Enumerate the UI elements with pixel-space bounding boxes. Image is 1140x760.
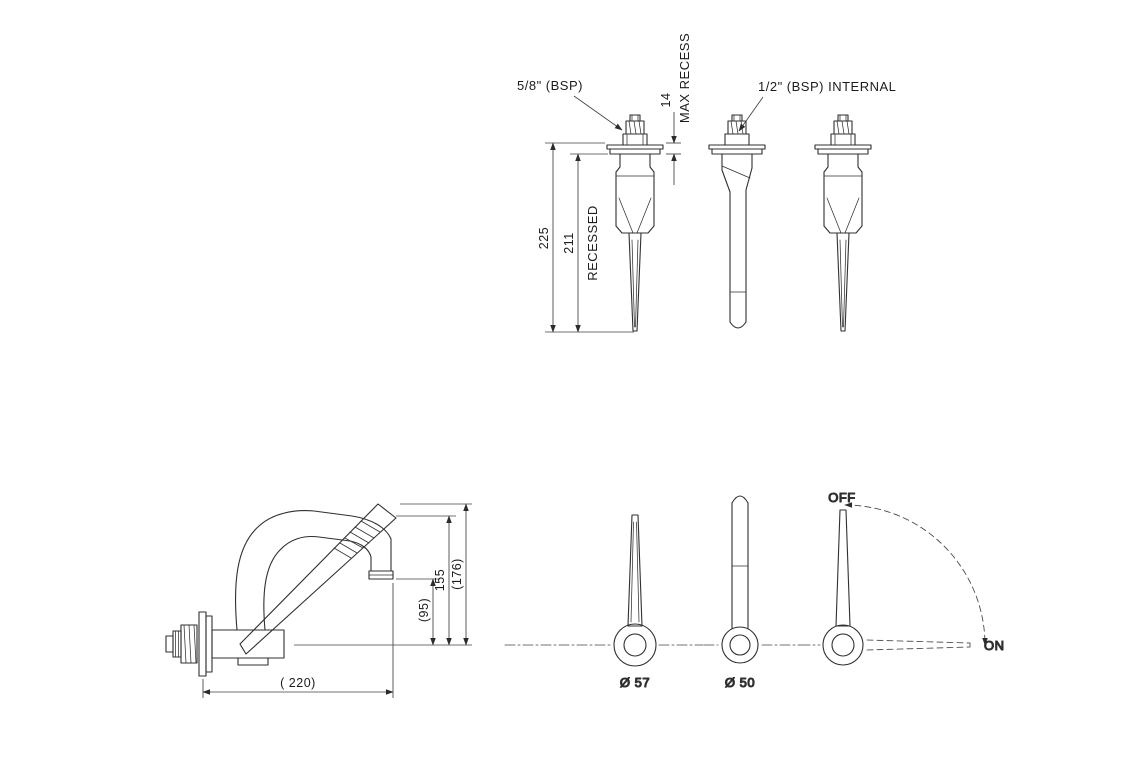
outlet-height-dim-label: (95)	[417, 598, 431, 622]
height-dim-label: 225	[537, 227, 551, 249]
max-recess-dim-label: 14	[659, 93, 673, 108]
internal-thread-callout: 1/2" (BSP) INTERNAL	[738, 79, 896, 132]
faucet-side-view	[165, 503, 397, 677]
spindle-side-view	[708, 114, 766, 329]
thread-label: 5/8" (BSP)	[517, 78, 583, 93]
spindle-recessed-view	[814, 114, 872, 332]
lever-circle-dia-label: Ø 57	[620, 675, 650, 690]
overall-height-dim-label: (176)	[450, 558, 464, 590]
reach-dim-label: ( 220)	[280, 676, 316, 690]
recessed-dim-label: 211	[562, 232, 576, 253]
spout-height-dim-label: 155	[433, 569, 447, 591]
dimension-reach-220: ( 220)	[202, 583, 394, 698]
max-recess-label: MAX RECESS	[677, 33, 692, 123]
dimension-max-recess: 14 MAX RECESS	[659, 33, 692, 185]
dimension-height-225: 225	[537, 142, 634, 333]
recessed-label: RECESSED	[585, 205, 600, 281]
top-view-lever-rotation: OFF ON	[799, 489, 1005, 666]
top-view-spout-50: Ø 50	[703, 495, 801, 691]
spindle-front-view	[606, 114, 664, 332]
lower-views: (95) 155 (176) ( 220) Ø 57	[165, 489, 1005, 698]
off-label: OFF	[828, 490, 856, 505]
thread-callout: 5/8" (BSP)	[517, 78, 623, 131]
upper-views: 5/8" (BSP) 1/2" (BSP) INTERNAL 14 MAX RE…	[517, 33, 896, 333]
on-label: ON	[984, 638, 1005, 653]
internal-thread-label: 1/2" (BSP) INTERNAL	[758, 79, 896, 94]
top-view-lever-57: Ø 57	[504, 514, 704, 691]
dimension-heights: (95) 155 (176)	[294, 503, 472, 646]
spout-circle-dia-label: Ø 50	[725, 675, 755, 690]
dimension-recessed-211: 211 RECESSED	[562, 153, 608, 333]
